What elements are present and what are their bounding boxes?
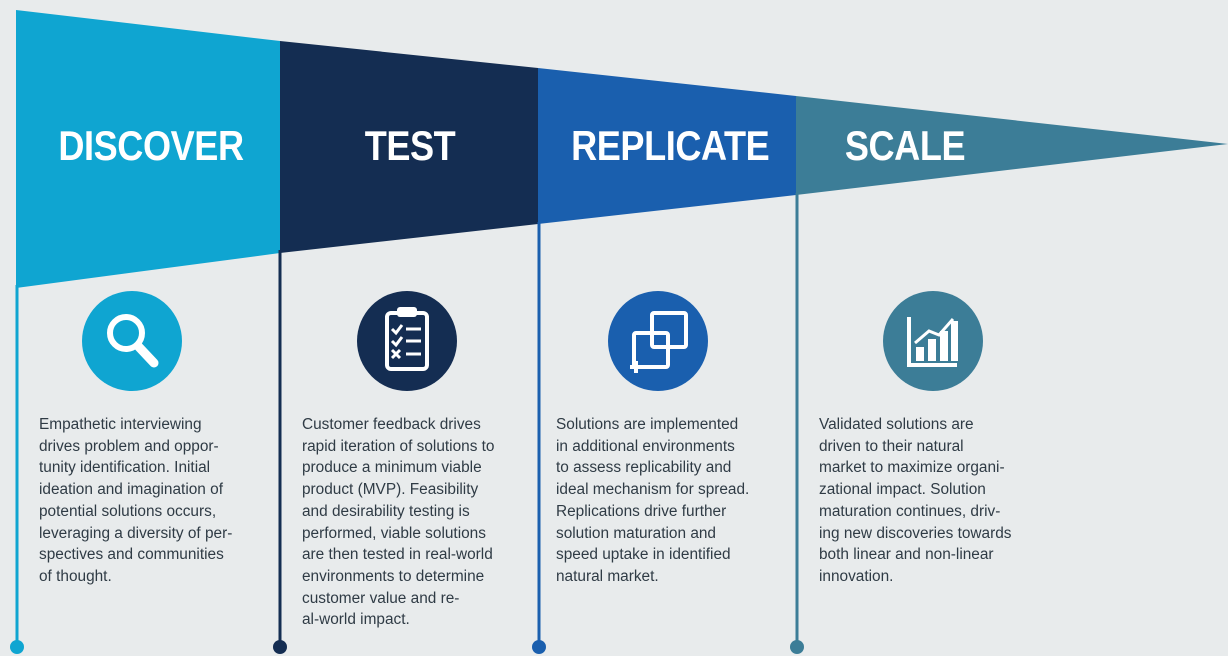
replicate-segment: [538, 68, 796, 224]
scale-end-dot: [790, 640, 804, 654]
discover-title: DISCOVER: [58, 122, 244, 169]
scale-description: Validated solutions are driven to their …: [819, 416, 1012, 585]
replicate-title: REPLICATE: [571, 122, 770, 169]
replicate-description: Solutions are implemented in additional …: [556, 416, 750, 585]
clipboard-checklist-icon: [357, 291, 457, 391]
copy-squares-icon: [608, 291, 708, 391]
test-title: TEST: [364, 122, 456, 169]
magnifying-glass-icon: [82, 291, 182, 391]
bar-chart-growth-icon: [883, 291, 983, 391]
test-end-dot: [273, 640, 287, 654]
discover-description: Empathetic interviewing drives problem a…: [39, 416, 233, 585]
discover-segment: [16, 10, 280, 288]
scale-segment: [796, 96, 1228, 195]
replicate-end-dot: [532, 640, 546, 654]
discover-end-dot: [10, 640, 24, 654]
test-segment: [280, 41, 538, 253]
test-description: Customer feedback drives rapid iteration…: [302, 416, 495, 629]
scale-title: SCALE: [844, 122, 966, 169]
